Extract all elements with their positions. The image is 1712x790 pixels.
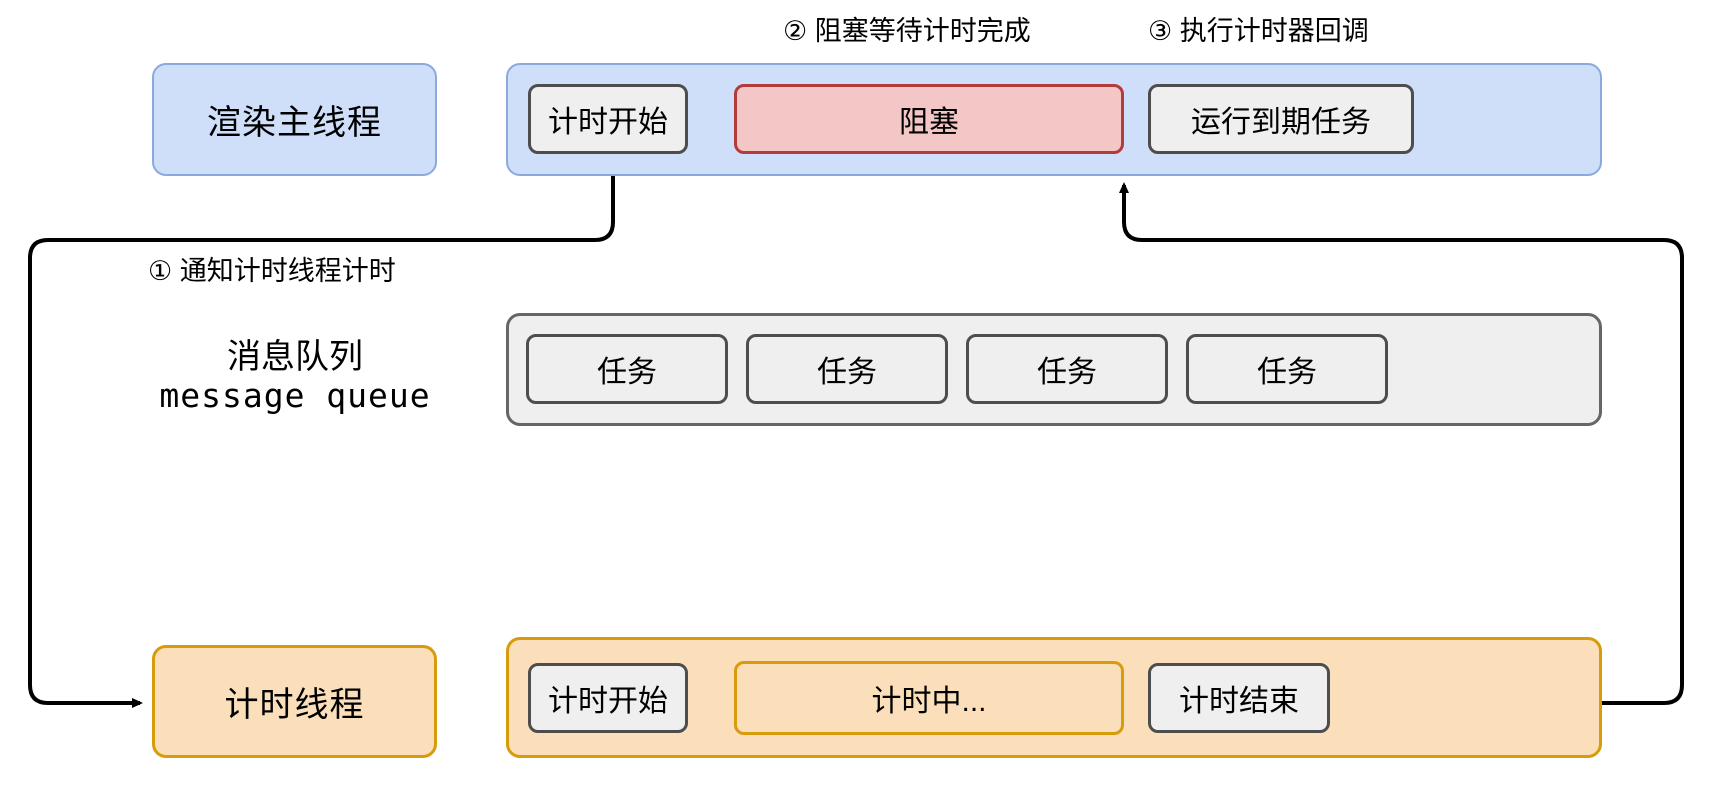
chip-timer-start[interactable]: 计时开始 [528, 663, 688, 733]
chip-label: 运行到期任务 [1191, 106, 1371, 139]
chip-label: 计时开始 [548, 106, 668, 139]
lane-label-render-main-thread: 渲染主线程 [152, 63, 437, 176]
connector-timer-done-callback [1119, 182, 1684, 705]
chip-label: 计时结束 [1179, 685, 1299, 718]
lane-label-text: 计时线程 [224, 686, 365, 724]
chip-task-2[interactable]: 任务 [746, 334, 948, 404]
lane-label-text-en: message queue [159, 376, 431, 416]
step-caption-2: ② 阻塞等待计时完成 [783, 16, 1031, 46]
chip-label: 计时开始 [548, 685, 668, 718]
chip-timing-start[interactable]: 计时开始 [528, 84, 688, 154]
chip-task-4[interactable]: 任务 [1186, 334, 1388, 404]
lane-label-text: 渲染主线程 [207, 104, 382, 142]
chip-run-due-task[interactable]: 运行到期任务 [1148, 84, 1414, 154]
chip-label: 计时中... [871, 685, 987, 718]
chip-timer-running[interactable]: 计时中... [734, 661, 1124, 735]
connector-notify-timer-thread [28, 175, 615, 708]
step-caption-1: ① 通知计时线程计时 [148, 256, 396, 286]
lane-label-text-cn: 消息队列 [227, 338, 363, 376]
chip-label: 任务 [1257, 356, 1317, 389]
chip-task-1[interactable]: 任务 [526, 334, 728, 404]
chip-task-3[interactable]: 任务 [966, 334, 1168, 404]
chip-label: 任务 [1037, 356, 1097, 389]
chip-label: 任务 [597, 356, 657, 389]
chip-label: 阻塞 [899, 106, 959, 139]
step-caption-3: ③ 执行计时器回调 [1148, 16, 1369, 46]
lane-label-timer-thread: 计时线程 [152, 645, 437, 758]
chip-timer-end[interactable]: 计时结束 [1148, 663, 1330, 733]
chip-label: 任务 [817, 356, 877, 389]
lane-label-message-queue: 消息队列 message queue [135, 337, 455, 416]
chip-blocked[interactable]: 阻塞 [734, 84, 1124, 154]
